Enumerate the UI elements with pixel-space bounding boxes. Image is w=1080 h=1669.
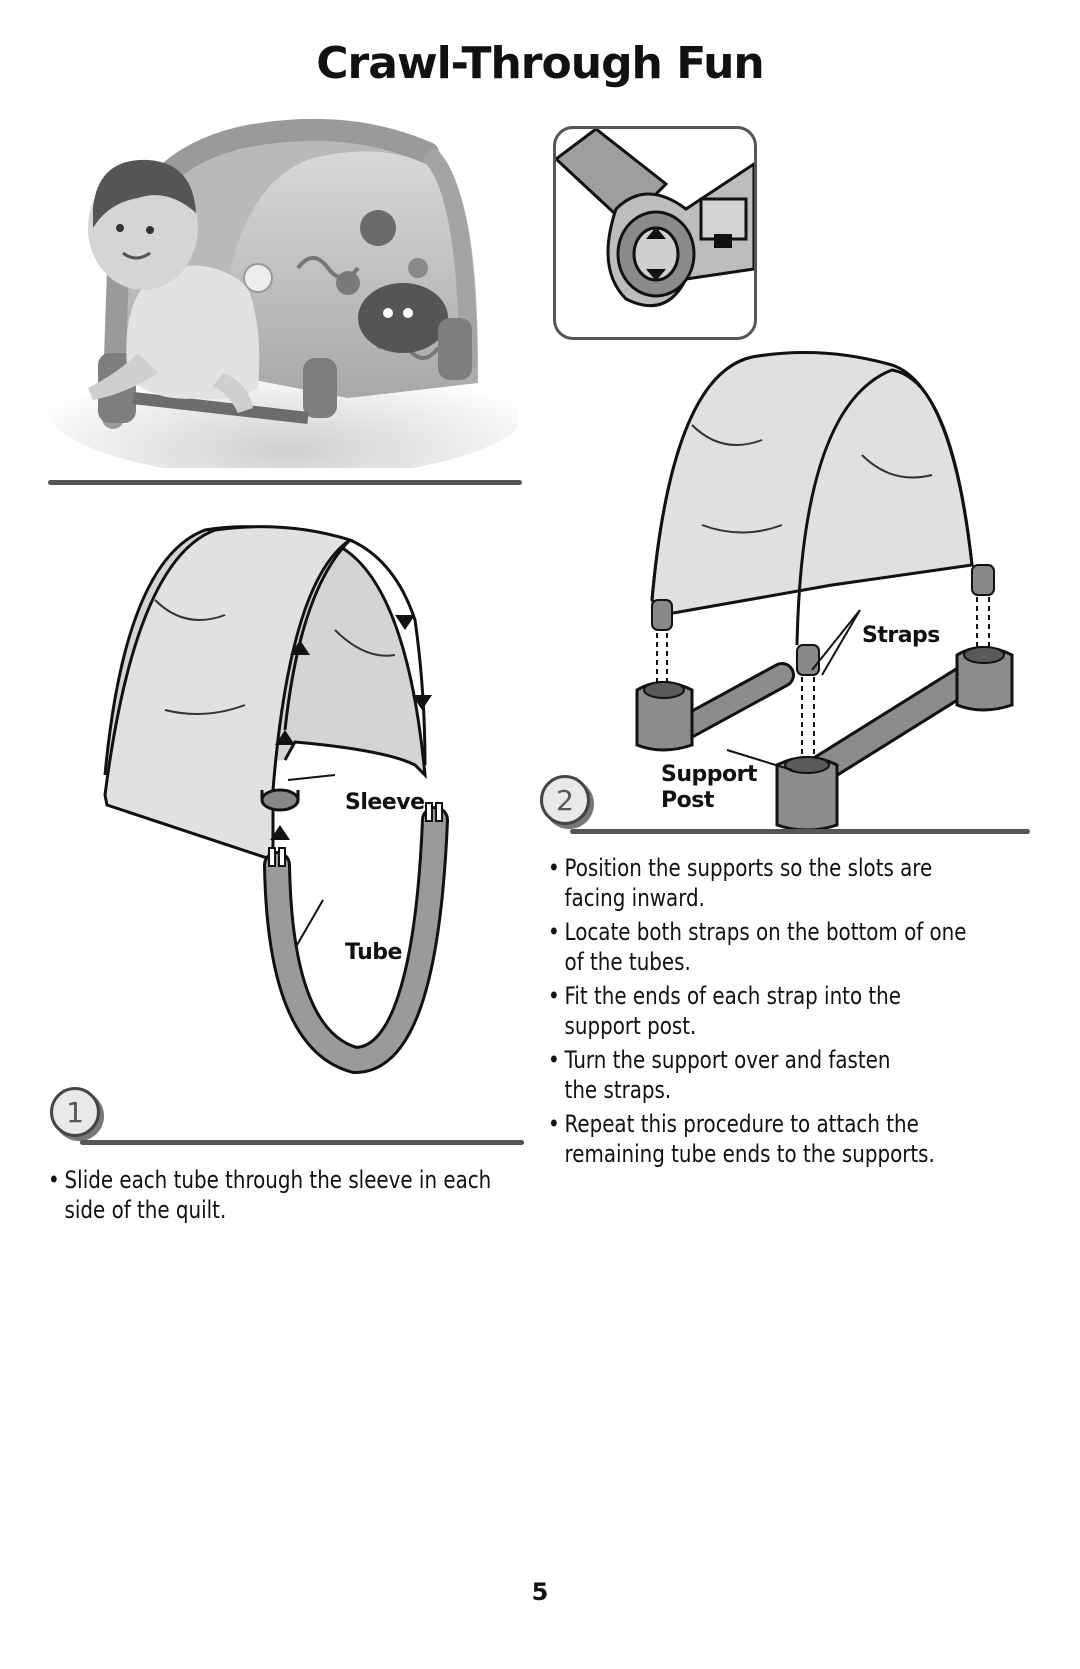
step2-instructions: Position the supports so the slots are f…: [548, 853, 1068, 1173]
instruction-item: Slide each tube through the sleeve in ea…: [48, 1165, 526, 1225]
divider: [48, 480, 522, 485]
support-post-label: Support Post: [661, 762, 757, 813]
instruction-item: Fit the ends of each strap into the supp…: [548, 981, 1026, 1041]
step1-illustration: [95, 520, 515, 1130]
sleeve-label: Sleeve: [345, 790, 425, 815]
instruction-item: Repeat this procedure to attach the rema…: [548, 1109, 1026, 1169]
step2-divider: [570, 829, 1030, 834]
step1-instructions: Slide each tube through the sleeve in ea…: [48, 1165, 568, 1229]
instruction-item: Locate both straps on the bottom of one …: [548, 917, 1026, 977]
step1-divider: [80, 1140, 524, 1145]
step-number-badge: 2: [540, 775, 590, 825]
straps-label: Straps: [862, 623, 940, 648]
clip-detail-inset: [553, 126, 757, 340]
page-title: Crawl-Through Fun: [316, 38, 764, 89]
instruction-item: Turn the support over and fasten the str…: [548, 1045, 1026, 1105]
tube-label: Tube: [345, 940, 402, 965]
instruction-item: Position the supports so the slots are f…: [548, 853, 1026, 913]
product-photo: [48, 118, 528, 478]
step2-illustration: [632, 345, 1027, 835]
step-number-badge: 1: [50, 1087, 100, 1137]
page-number: 5: [531, 1578, 549, 1606]
